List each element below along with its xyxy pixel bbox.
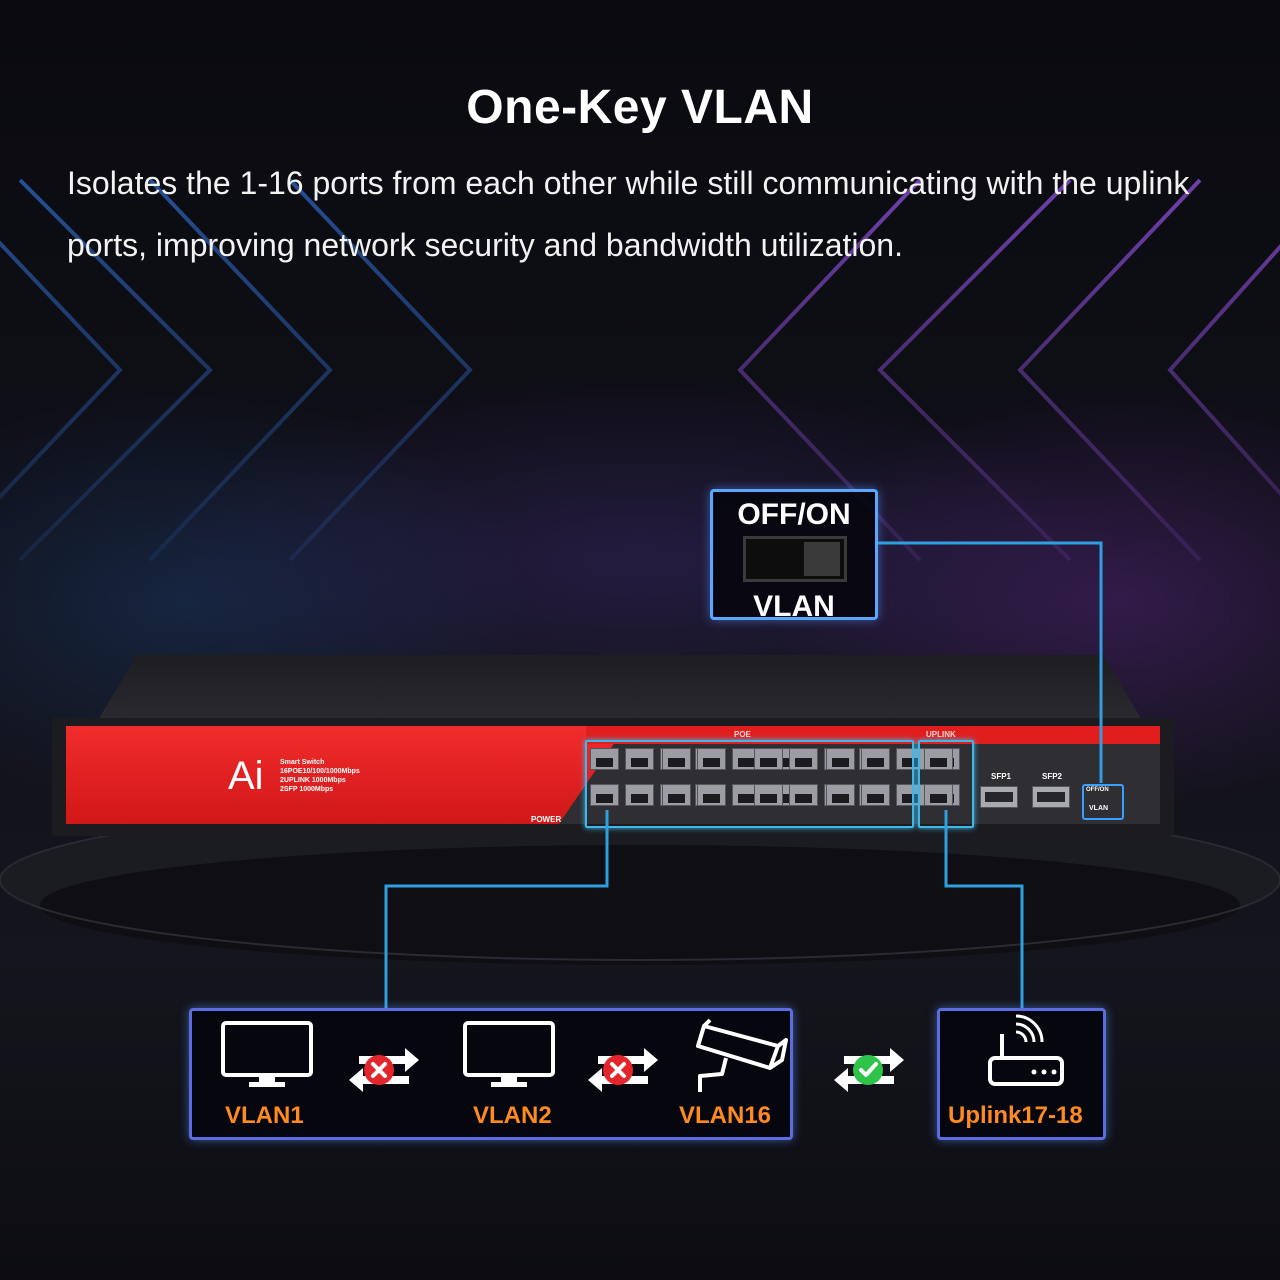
switch-specs: Smart Switch 16POE10/100/1000Mbps 2UPLIN… (280, 758, 360, 794)
ethernet-port[interactable] (861, 784, 890, 806)
blocked-icon (588, 1048, 658, 1092)
toggle-switch[interactable] (743, 536, 847, 582)
allowed-icon (834, 1048, 904, 1092)
ethernet-port[interactable] (789, 784, 818, 806)
ethernet-port[interactable] (697, 784, 726, 806)
vlan16-label: VLAN16 (679, 1102, 772, 1129)
uplink-label-box: Uplink17-18 (948, 1102, 1083, 1129)
vlan1-label: VLAN1 (225, 1102, 304, 1129)
ethernet-port[interactable] (662, 748, 691, 770)
ethernet-port[interactable] (662, 784, 691, 806)
ethernet-port[interactable] (924, 748, 953, 770)
page-title: One-Key VLAN (466, 81, 814, 134)
ethernet-port[interactable] (826, 784, 855, 806)
monitor-icon (463, 1021, 555, 1087)
switch-front-panel: Ai Smart Switch 16POE10/100/1000Mbps 2UP… (66, 726, 1160, 828)
switch-red-panel (66, 726, 626, 824)
zoom-top-label: OFF/ON (737, 498, 851, 531)
spec-line: 2SFP 1000Mbps (280, 786, 334, 793)
vlan-switch-zoom: OFF/ON VLAN (710, 489, 878, 623)
sfp2-label: SFP2 (1042, 772, 1063, 781)
power-label: POWER (531, 815, 562, 824)
ethernet-port[interactable] (625, 748, 654, 770)
ethernet-port[interactable] (590, 748, 619, 770)
switch-top-panel (95, 655, 1145, 725)
sfp1-port[interactable] (980, 786, 1018, 808)
ethernet-port[interactable] (861, 748, 890, 770)
monitor-icon (221, 1021, 313, 1087)
poe-ports-highlight (585, 740, 914, 828)
ethernet-port[interactable] (732, 748, 761, 770)
blocked-icon (349, 1048, 419, 1092)
ethernet-port[interactable] (625, 784, 654, 806)
ethernet-port[interactable] (697, 748, 726, 770)
vlan-switch[interactable]: OFF/ON VLAN (1082, 784, 1124, 820)
zoom-bottom-label: VLAN (753, 590, 835, 623)
spec-line: 16POE10/100/1000Mbps (280, 768, 360, 775)
camera-icon (696, 1018, 788, 1092)
spec-line: Smart Switch (280, 759, 325, 766)
vlan-switch-bottom-label: VLAN (1089, 805, 1109, 812)
sfp1-label: SFP1 (991, 772, 1012, 781)
uplink-label: UPLINK (926, 730, 956, 739)
ethernet-port[interactable] (826, 748, 855, 770)
uplink-box (937, 1008, 1106, 1140)
description-text: Isolates the 1-16 ports from each other … (67, 165, 1190, 263)
vlan2-label: VLAN2 (473, 1102, 552, 1129)
ethernet-port[interactable] (754, 748, 783, 770)
sfp2-port[interactable] (1032, 786, 1070, 808)
toggle-knob (804, 542, 840, 576)
switch-red-strip (586, 726, 1160, 744)
ethernet-port[interactable] (754, 784, 783, 806)
ethernet-port[interactable] (924, 784, 953, 806)
poe-label: POE (734, 730, 751, 739)
vlan-switch-top-label: OFF/ON (1086, 787, 1109, 793)
spec-line: 2UPLINK 1000Mbps (280, 777, 346, 784)
router-icon (988, 1014, 1064, 1086)
brand-logo: Ai (228, 754, 264, 798)
ethernet-port[interactable] (789, 748, 818, 770)
ethernet-port[interactable] (590, 784, 619, 806)
